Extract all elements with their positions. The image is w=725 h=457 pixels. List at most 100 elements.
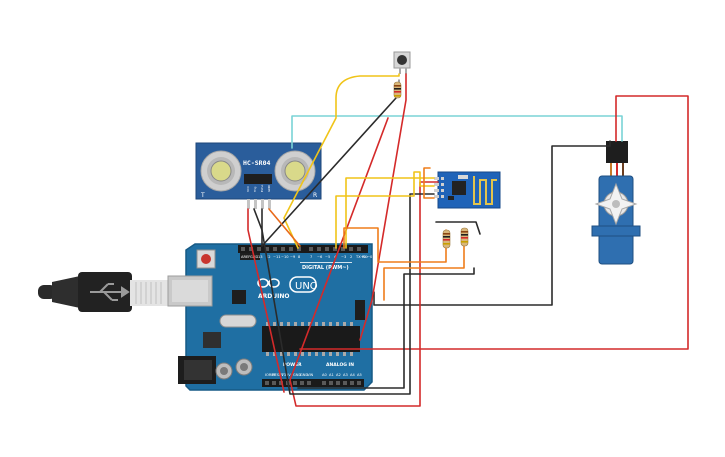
wire-black-servo-ground <box>373 140 611 306</box>
pin-label-10: ~10 <box>281 255 289 259</box>
push-button-cap[interactable] <box>397 55 407 65</box>
wires <box>247 73 689 407</box>
usb-cable-strain-end <box>38 285 56 299</box>
pin-label-gnd-1: GND <box>293 373 301 377</box>
usb-chip <box>232 290 246 304</box>
voltage-regulator <box>203 332 221 348</box>
servo-mount-tabs <box>591 225 641 237</box>
esp01-flash <box>448 196 454 200</box>
power-analog-pin-labels: IOREF RESET 3V3 5V GND GND VIN A0 A1 A2 … <box>265 373 362 377</box>
servo-horn-screw <box>612 200 620 208</box>
esp01-chip <box>452 181 466 195</box>
ultrasonic-pin-gnd: GND <box>267 184 271 192</box>
wire-orange-divider <box>343 227 447 263</box>
power-jack-inner <box>184 360 212 380</box>
arduino-logo-icon <box>257 278 280 288</box>
wire-red-esp-power <box>289 117 439 407</box>
pin-label-a1: A1 <box>329 373 334 377</box>
capacitor-2-top <box>240 363 248 371</box>
pin-label-12: 12 <box>266 255 271 259</box>
wire-red-servo-power <box>299 95 689 350</box>
pin-label-a5: A5 <box>357 373 362 377</box>
esp01-pcb <box>437 171 501 209</box>
ultrasonic-t-mark: T <box>200 192 205 199</box>
pin-label-9: ~9 <box>290 255 296 259</box>
ultrasonic-pin-trig: Trig <box>253 187 257 193</box>
digital-label-line <box>300 262 352 263</box>
mcu-pins-bottom <box>266 352 353 356</box>
digital-header <box>238 245 368 253</box>
pin-label-8: 8 <box>298 255 301 259</box>
usb-symbol-icon <box>90 283 130 301</box>
arduino-uno-board[interactable]: AREF GND 13 12 ~11 ~10 ~9 8 7 ~6 ~5 4 ~3… <box>167 243 373 391</box>
arduino-pcb <box>185 243 373 391</box>
push-button-leg-1 <box>399 68 401 74</box>
wire-orange-resistor-2 <box>383 231 465 301</box>
ultrasonic-label: HC-SR04 <box>243 159 270 167</box>
ultrasonic-crystal <box>244 174 272 184</box>
usb-plug-grip <box>135 282 162 304</box>
pin-label-3v3: 3V3 <box>279 373 286 377</box>
pin-label-reset: RESET <box>272 373 284 377</box>
icsp-header-right <box>355 300 365 320</box>
digital-header-pins[interactable] <box>241 247 361 251</box>
pin-label-tx: TX→1 <box>355 255 366 259</box>
wire-yellow-button <box>283 73 400 249</box>
pin-label-a3: A3 <box>343 373 348 377</box>
wire-black-bottom-loop <box>297 267 475 389</box>
capacitor-1-top <box>220 367 228 375</box>
wire-yellow-esp-rx <box>335 171 435 249</box>
usb-cable-boot <box>52 276 80 308</box>
wire-red-button-vcc <box>359 73 407 341</box>
ultrasonic-pin-echo: Echo <box>260 185 264 192</box>
pin-label-a2: A2 <box>336 373 341 377</box>
esp01-antenna <box>473 176 497 205</box>
digital-pwm-label: DIGITAL (PWM~) <box>302 265 349 271</box>
pin-label-7: 7 <box>310 255 312 259</box>
esp01-wifi-module[interactable] <box>434 171 501 209</box>
pin-label-ioref: IOREF <box>265 373 276 377</box>
crystal-oscillator <box>219 314 257 328</box>
reset-button[interactable] <box>201 254 211 264</box>
usb-b-connector-face <box>172 280 208 302</box>
power-analog-header <box>262 379 364 387</box>
transducer-right-mesh <box>284 160 306 182</box>
wire-cyan-sensor-servo <box>291 115 623 149</box>
resistor-divider-1 <box>442 229 451 249</box>
pin-label-rx: RX←0 <box>362 255 373 259</box>
pin-label-5: ~5 <box>325 255 330 259</box>
pin-label-5v: 5V <box>286 373 291 377</box>
uno-badge <box>289 276 317 293</box>
pin-label-6: ~6 <box>317 255 323 259</box>
mcu-pins-top <box>266 322 353 326</box>
ultrasonic-sensor[interactable]: HC-SR04 T R VCC Trig Echo GND <box>195 142 322 209</box>
ultrasonic-r-mark: R <box>313 192 317 199</box>
servo-lead-power <box>616 163 618 179</box>
pin-label-13: 13 <box>258 255 263 259</box>
pin-label-gnd-2: GND <box>300 373 308 377</box>
pin-label-a0: A0 <box>322 373 327 377</box>
analog-in-label: ANALOG IN <box>326 362 354 368</box>
resistor-button <box>393 81 402 99</box>
esp01-led-pad <box>458 175 468 179</box>
usb-cable <box>38 272 168 312</box>
pin-label-3: ~3 <box>341 255 346 259</box>
servo-motor[interactable] <box>591 141 641 265</box>
esp01-header-pins[interactable] <box>434 177 444 198</box>
servo-lead-ground <box>622 163 624 179</box>
arduino-model: UNO <box>295 281 318 292</box>
ultrasonic-pin-vcc: VCC <box>246 186 250 192</box>
servo-lead-signal <box>610 163 612 179</box>
push-button[interactable] <box>393 51 411 74</box>
ultrasonic-header-pins[interactable] <box>247 199 271 209</box>
push-button-leg-2 <box>405 68 407 74</box>
servo-connector <box>606 141 628 163</box>
pin-label-vin: VIN <box>307 373 314 377</box>
pin-label-2: 2 <box>350 255 352 259</box>
wire-red-sensor-vcc <box>247 208 285 393</box>
wire-black-resistor-ground <box>435 221 481 235</box>
pin-label-a4: A4 <box>350 373 355 377</box>
ultrasonic-pin-labels: VCC Trig Echo GND <box>246 184 271 193</box>
